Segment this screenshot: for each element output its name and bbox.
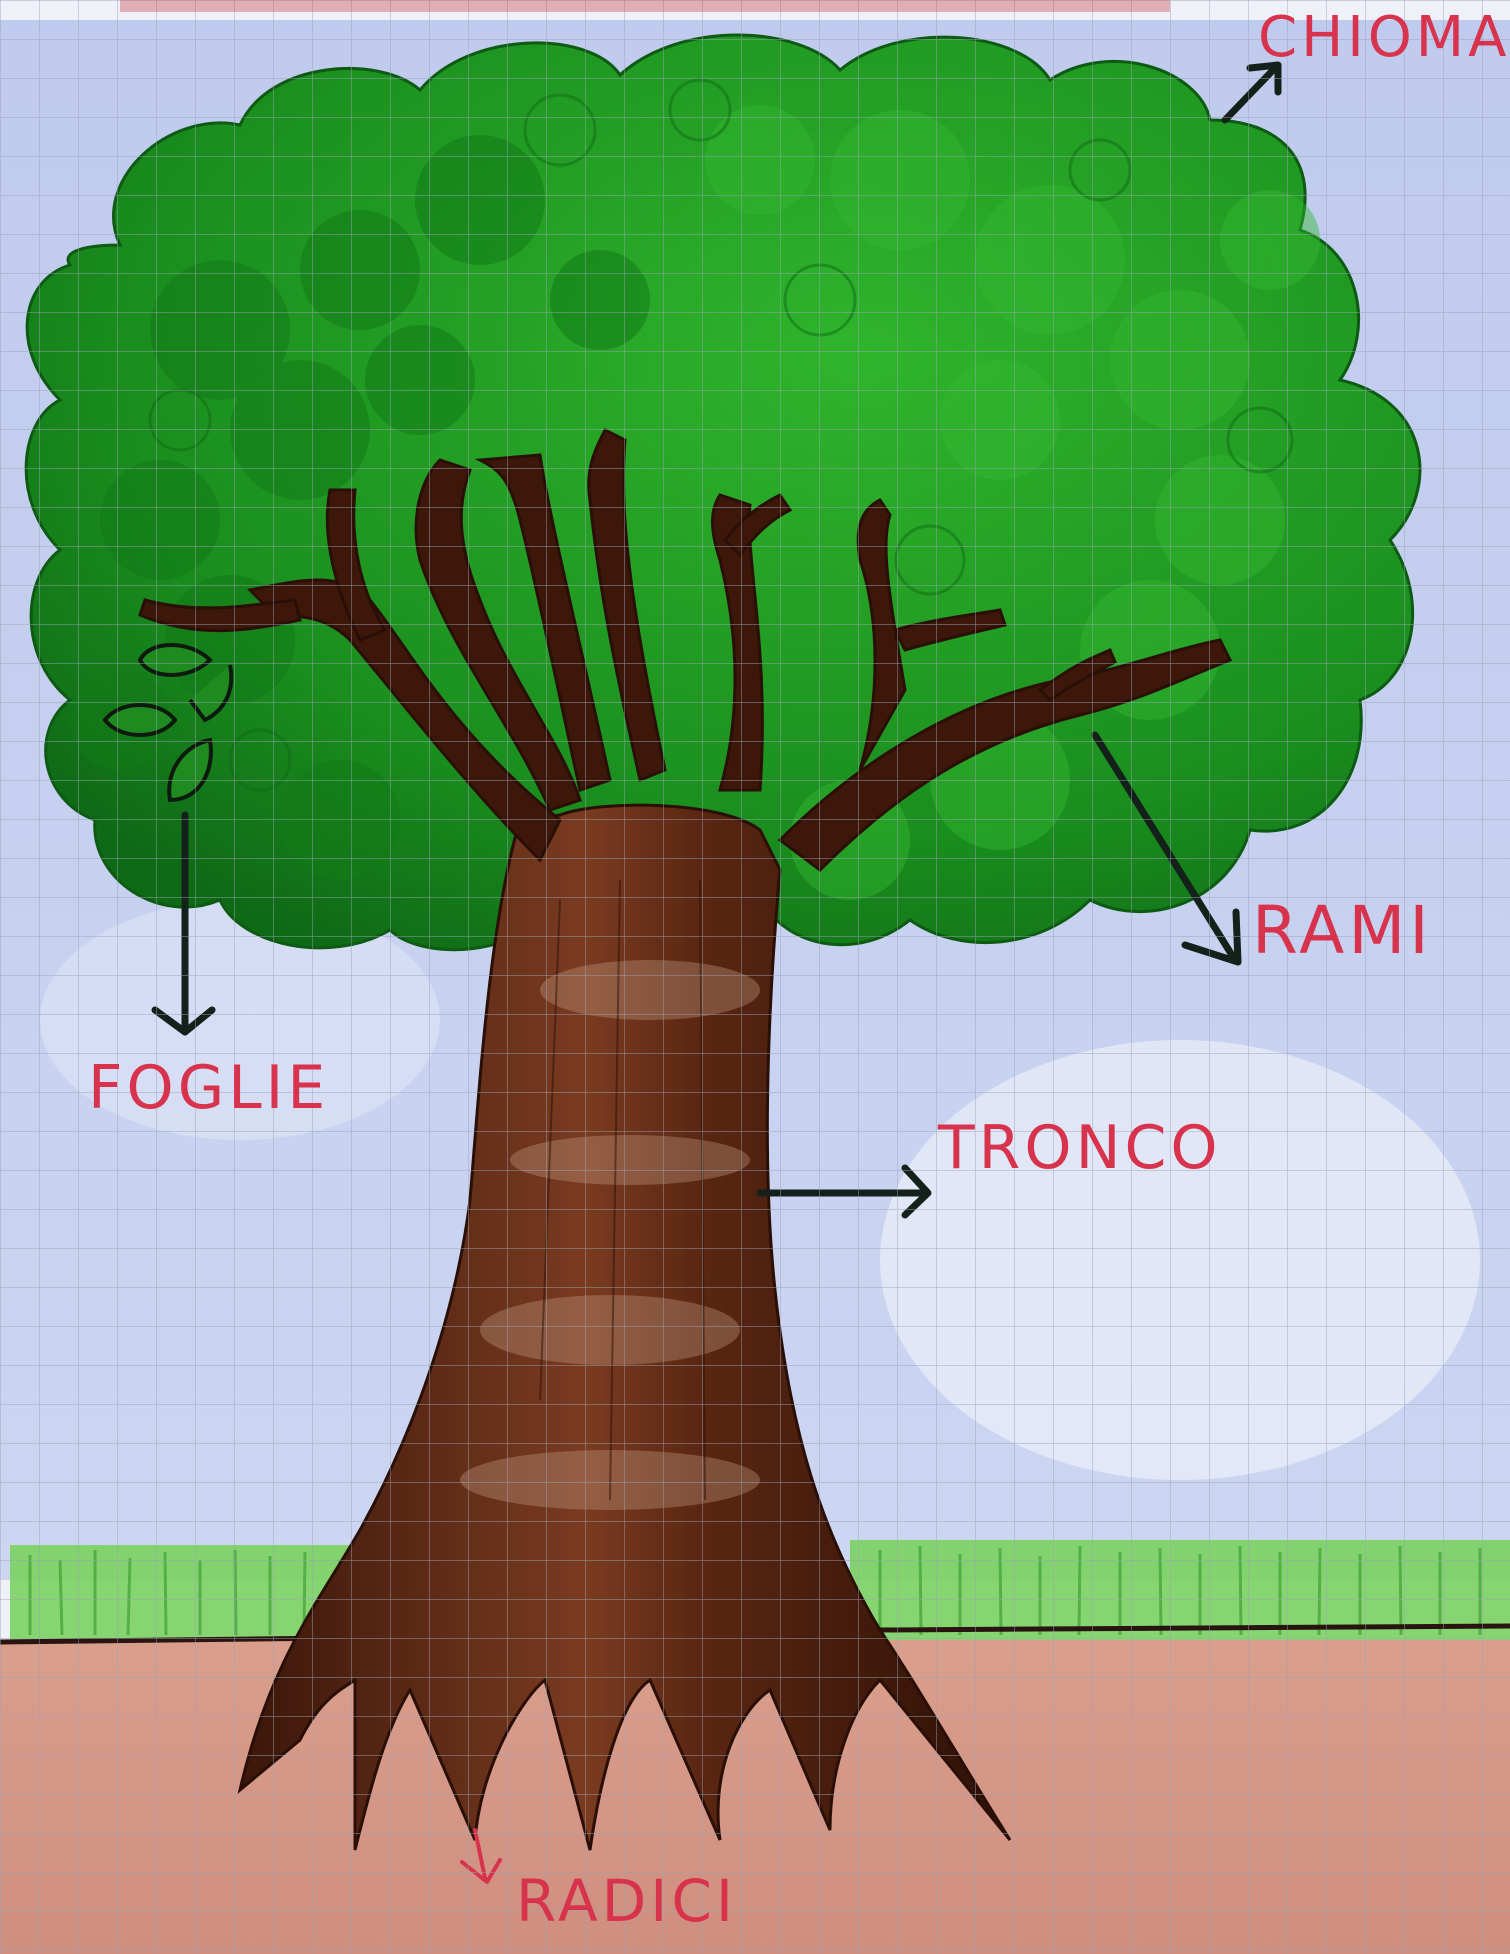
label-chioma: CHIOMA (1258, 5, 1510, 70)
title-remnant (120, 0, 1170, 12)
label-rami: RAMI (1252, 892, 1433, 969)
label-foglie: FOGLIE (88, 1053, 330, 1123)
label-radici: RADICI (516, 1867, 737, 1935)
label-tronco: TRONCO (938, 1113, 1222, 1183)
